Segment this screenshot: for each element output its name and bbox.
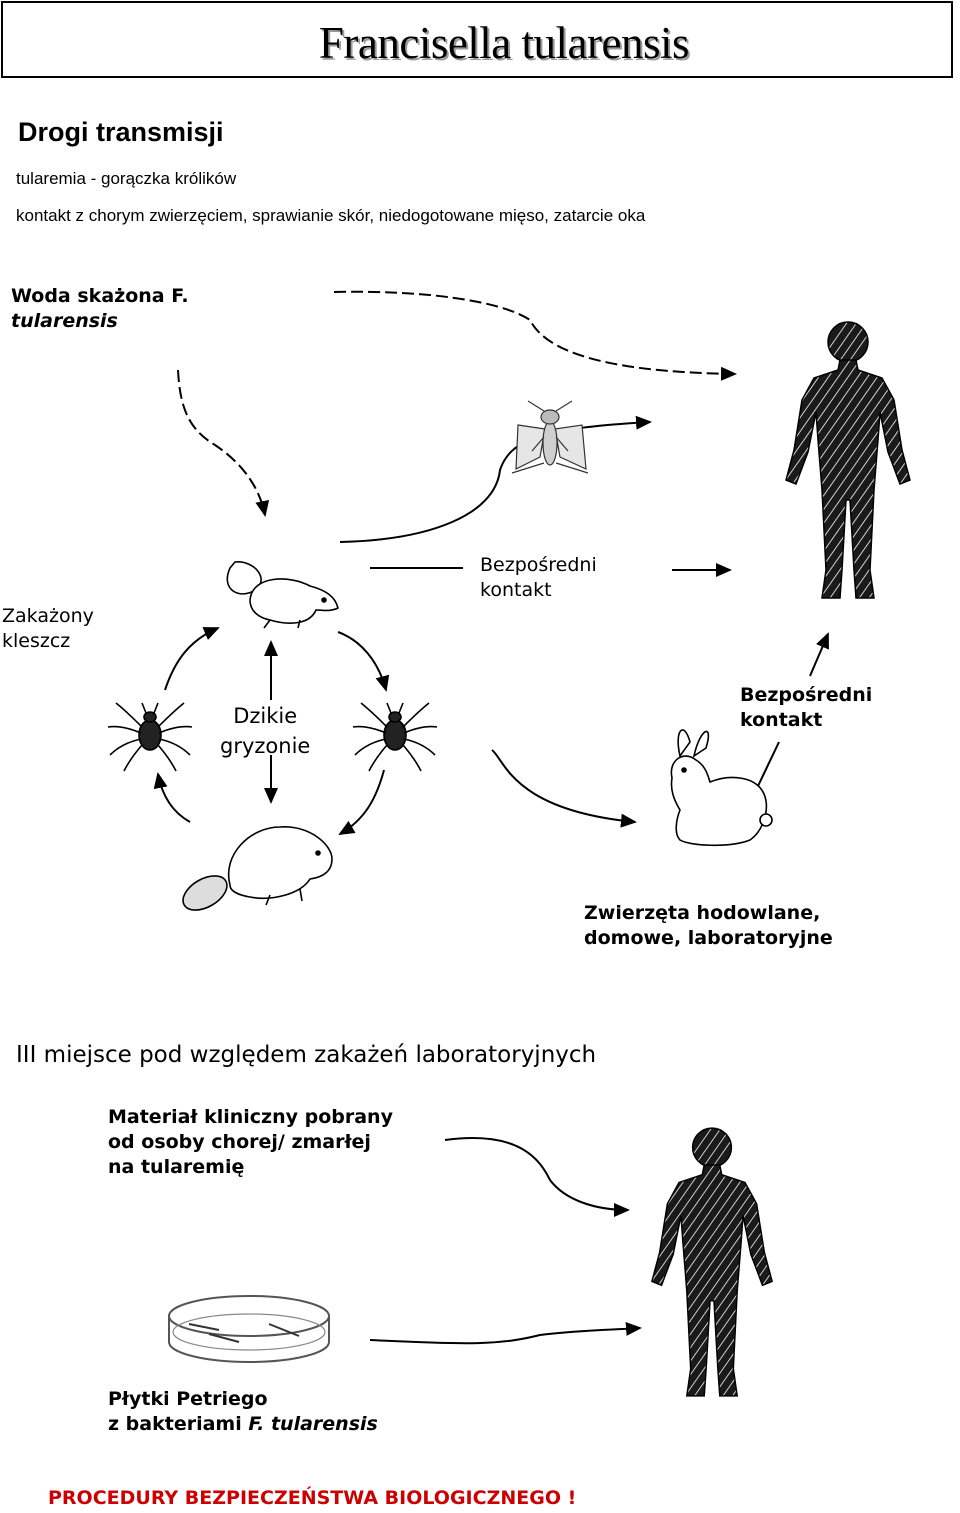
rodents-to-domestic-arrow bbox=[491, 749, 637, 828]
cycle-arrow-bottom-right bbox=[338, 769, 385, 836]
petri-dish-icon bbox=[168, 1295, 330, 1363]
title-box: Francisella tularensis bbox=[1, 1, 953, 78]
section-heading: Drogi transmisji bbox=[18, 117, 224, 147]
fly-icon bbox=[511, 400, 589, 474]
lab-infections-heading: III miejsce pod względem zakażeń laborat… bbox=[16, 1042, 597, 1068]
biosafety-footer: PROCEDURY BEZPIECZEŃSTWA BIOLOGICZNEGO ! bbox=[48, 1487, 577, 1509]
rabbit-contact-line bbox=[757, 741, 780, 787]
intro-line-1: tularemia - gorączka królików bbox=[16, 169, 237, 188]
beaver-icon bbox=[182, 826, 333, 911]
cycle-arrow-top-left bbox=[164, 627, 220, 691]
cycle-arrow-bottom-left bbox=[153, 772, 191, 823]
rabbit-to-human-arrow bbox=[809, 632, 829, 677]
water-label: Woda skażona F. tularensis bbox=[11, 285, 189, 332]
human-figure-icon bbox=[651, 1127, 773, 1397]
cycle-arrow-top-right bbox=[337, 631, 390, 692]
tick-icon bbox=[352, 702, 438, 772]
tick-label: Zakażony kleszcz bbox=[2, 605, 94, 652]
direct-contact-label-1: Bezpośredni kontakt bbox=[480, 554, 597, 601]
rodents-label: Dzikie gryzonie bbox=[220, 704, 311, 758]
page-title: Francisella tularensis bbox=[318, 18, 690, 68]
petri-to-human-arrow bbox=[369, 1321, 642, 1345]
squirrel-icon bbox=[226, 561, 339, 629]
rabbit-icon bbox=[670, 729, 773, 847]
human-figure-icon bbox=[785, 321, 911, 599]
water-to-human-arrow bbox=[333, 290, 737, 381]
clinical-to-human-arrow bbox=[444, 1137, 630, 1217]
water-to-rodents-arrow bbox=[177, 369, 270, 517]
petri-dish-label: Płytki Petriego z bakteriami F. tularens… bbox=[108, 1388, 378, 1435]
direct-contact-label-2: Bezpośredni kontakt bbox=[740, 684, 873, 731]
intro-line-2: kontakt z chorym zwierzęciem, sprawianie… bbox=[16, 206, 646, 225]
tick-icon bbox=[107, 702, 193, 772]
domestic-animals-label: Zwierzęta hodowlane, domowe, laboratoryj… bbox=[584, 902, 833, 949]
clinical-material-label: Materiał kliniczny pobrany od osoby chor… bbox=[108, 1106, 393, 1178]
fly-to-human-arrow bbox=[339, 415, 652, 543]
